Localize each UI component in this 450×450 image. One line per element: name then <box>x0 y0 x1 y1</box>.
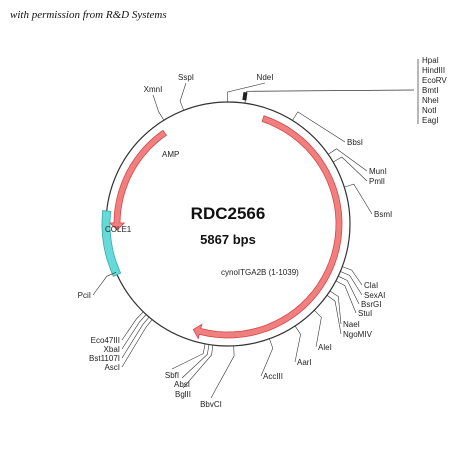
site-tick-xmni <box>152 94 165 121</box>
site-label-sspi: SspI <box>178 73 194 82</box>
feature-arrow-amp <box>108 129 167 231</box>
permission-note: with permission from R&D Systems <box>10 9 167 21</box>
site-label-bbvci: BbvCI <box>200 400 222 409</box>
site-label-pmli: PmlI <box>369 177 385 186</box>
feature-label-cole1: COLE1 <box>105 225 132 234</box>
site-tick-bst1107i <box>121 316 150 359</box>
site-label-bsrgi: BsrGI <box>361 300 381 309</box>
site-tick-alei <box>314 310 322 348</box>
site-label-bglii: BglII <box>175 390 191 399</box>
site-tick-sspi <box>179 82 187 111</box>
site-tick-bbsi <box>292 111 346 143</box>
feature-arrow-insert <box>192 115 343 340</box>
site-tick-sexai <box>340 271 363 296</box>
site-tick-asci <box>121 319 153 368</box>
site-marker-hpai-group <box>242 91 248 101</box>
site-label-eagi: EagI <box>422 116 438 125</box>
site-tick-pcii <box>92 272 117 296</box>
site-label-ngomiv: NgoMIV <box>343 330 373 339</box>
plasmid-size: 5867 bps <box>200 232 256 247</box>
site-tick-eco47iii <box>121 311 144 341</box>
site-label-stui: StuI <box>358 309 372 318</box>
site-tick-bbvci <box>210 345 235 399</box>
site-tick-bglii <box>182 345 214 389</box>
site-label-bmti: BmtI <box>422 86 438 95</box>
site-label-pcii: PciI <box>78 291 91 300</box>
site-label-eco47iii: Eco47III <box>91 336 120 345</box>
site-tick-bsmi <box>344 183 373 215</box>
site-label-clai: ClaI <box>364 281 378 290</box>
site-label-absi: AbsI <box>174 380 190 389</box>
site-tick-bsrgi <box>338 275 360 305</box>
site-tick-stui <box>335 280 357 314</box>
site-label-bst1107i: Bst1107I <box>89 354 120 363</box>
site-label-ecorv: EcoRV <box>422 76 447 85</box>
site-tick-ndei <box>227 82 266 102</box>
site-label-alei: AleI <box>318 343 332 352</box>
site-tick-clai <box>342 266 363 286</box>
site-tick-xbai <box>121 314 147 350</box>
site-label-ndei: NdeI <box>257 73 274 82</box>
site-label-xmni: XmnI <box>144 85 163 94</box>
site-label-hpai: HpaI <box>422 56 439 65</box>
plasmid-name: RDC2566 <box>191 204 266 223</box>
site-label-aari: AarI <box>297 358 312 367</box>
site-tick-absi <box>181 344 210 379</box>
site-tick-pmli <box>332 156 368 182</box>
site-tick-aari <box>294 325 301 363</box>
site-label-hindiii: HindIII <box>422 66 445 75</box>
plasmid-backbone <box>105 101 351 347</box>
feature-label-insert: cynoITGA2B (1-1039) <box>221 268 299 277</box>
site-label-noti: NotI <box>422 106 437 115</box>
site-tick-ngomiv <box>326 295 342 335</box>
feature-cole1 <box>101 210 122 277</box>
site-label-xbai: XbaI <box>104 345 120 354</box>
site-label-muni: MunI <box>369 167 387 176</box>
site-tick-naei <box>329 290 342 325</box>
site-label-sexai: SexAI <box>364 291 385 300</box>
site-tick-acciii <box>260 338 274 377</box>
site-label-bbsi: BbsI <box>347 138 363 147</box>
feature-label-amp: AMP <box>162 150 179 159</box>
site-label-sbfi: SbfI <box>165 371 179 380</box>
site-label-nhei: NheI <box>422 96 439 105</box>
site-label-bsmi: BsmI <box>374 210 392 219</box>
features-layer <box>101 115 343 340</box>
site-tick-sbfi <box>171 343 206 370</box>
site-label-naei: NaeI <box>343 320 360 329</box>
site-tick-muni <box>328 148 368 172</box>
site-leader-hpai-group <box>246 89 415 92</box>
site-label-asci: AscI <box>104 363 120 372</box>
site-label-acciii: AccIII <box>263 372 283 381</box>
